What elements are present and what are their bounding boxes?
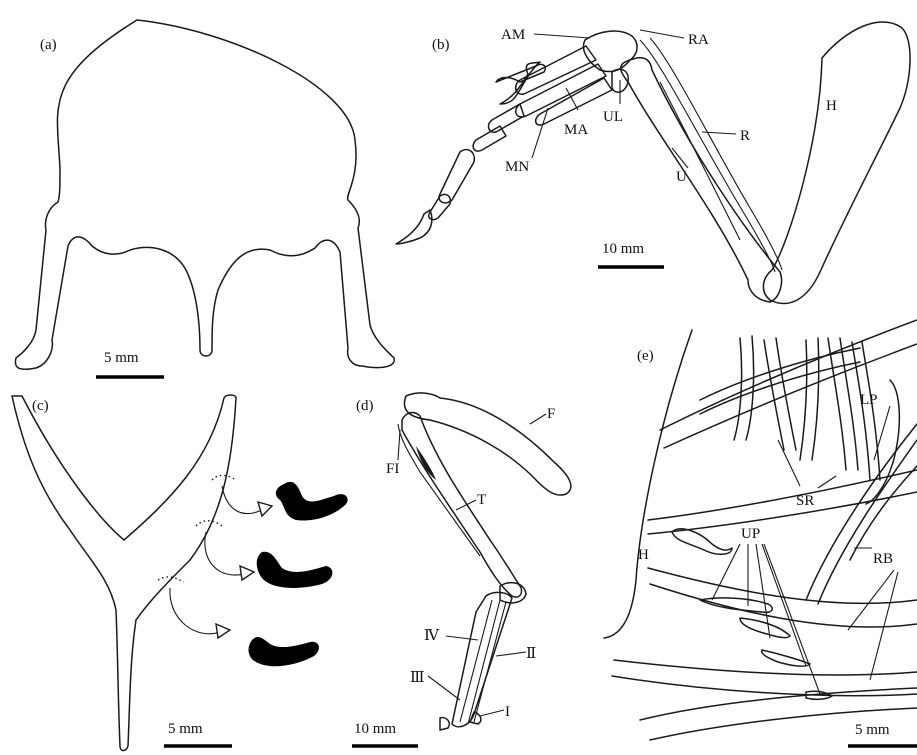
- metacarpal-b: [516, 64, 606, 117]
- panel-a-tag: (a): [40, 37, 57, 53]
- label-ii: Ⅱ: [526, 646, 536, 662]
- radius-inner: [660, 82, 740, 240]
- label-fi: FI: [386, 461, 399, 477]
- panel-e-scale-label: 5 mm: [855, 722, 890, 738]
- arrow-top: [222, 486, 272, 516]
- panel-e-tag: (e): [637, 348, 654, 364]
- arrow-middle: [205, 532, 254, 580]
- body-outline: [604, 330, 692, 638]
- uncinate-3: [740, 618, 790, 638]
- fibula-dark: [416, 446, 436, 480]
- panel-c: (c) 5 mm: [12, 395, 348, 751]
- label-ul: UL: [603, 109, 623, 125]
- label-lp: LP: [860, 392, 878, 408]
- claw-upper: [500, 62, 540, 104]
- label-h: H: [826, 98, 837, 114]
- label-f: F: [547, 406, 555, 422]
- label-u: U: [676, 169, 687, 185]
- label-ra: RA: [688, 32, 709, 48]
- label-up: UP: [741, 526, 760, 542]
- uncinate-2: [700, 598, 772, 612]
- label-r: R: [740, 128, 750, 144]
- rib-2: [664, 344, 917, 448]
- panel-b-scale-label: 10 mm: [602, 241, 644, 257]
- label-am: AM: [501, 27, 525, 43]
- rib-6: [650, 584, 917, 627]
- label-i: I: [505, 704, 510, 720]
- panel-a-scale-label: 5 mm: [104, 350, 139, 366]
- label-t: T: [477, 492, 486, 508]
- label-h-e: H: [638, 547, 649, 563]
- panel-d-tag: (d): [356, 398, 374, 414]
- tibia: [402, 413, 522, 598]
- panel-d-scale-label: 10 mm: [354, 721, 396, 737]
- panel-c-tag: (c): [32, 398, 49, 414]
- panel-a-outline: [15, 20, 394, 369]
- rib-9: [640, 688, 917, 720]
- section-shape-bottom: [249, 637, 319, 666]
- label-mn: MN: [505, 159, 529, 175]
- arrow-bottom: [170, 588, 230, 638]
- rib-8: [612, 676, 917, 696]
- radius: [640, 38, 782, 272]
- label-rb: RB: [873, 551, 893, 567]
- panel-b-tag: (b): [432, 37, 450, 53]
- phalanx-row: [473, 104, 524, 151]
- claw-lower: [396, 210, 432, 244]
- humerus: [763, 22, 910, 304]
- label-iii: Ⅲ: [410, 670, 424, 686]
- panel-d: (d) F FI T Ⅳ Ⅱ Ⅲ I 10 mm: [352, 393, 571, 746]
- rib-5: [648, 568, 917, 603]
- panel-c-outline: [12, 395, 236, 751]
- section-shape-middle: [257, 552, 333, 588]
- label-ma: MA: [564, 122, 588, 138]
- femur: [404, 393, 570, 495]
- panel-b: (b) AM RA UL MA MN R: [396, 22, 910, 304]
- uncinate-1: [672, 529, 732, 554]
- panel-e: (e): [604, 320, 917, 746]
- carpals: [583, 31, 637, 71]
- section-shape-top: [276, 482, 348, 521]
- label-iv: Ⅳ: [424, 628, 440, 644]
- panel-c-scale-label: 5 mm: [168, 721, 203, 737]
- label-sr: SR: [796, 493, 814, 509]
- panel-a: (a) 5 mm: [15, 20, 394, 377]
